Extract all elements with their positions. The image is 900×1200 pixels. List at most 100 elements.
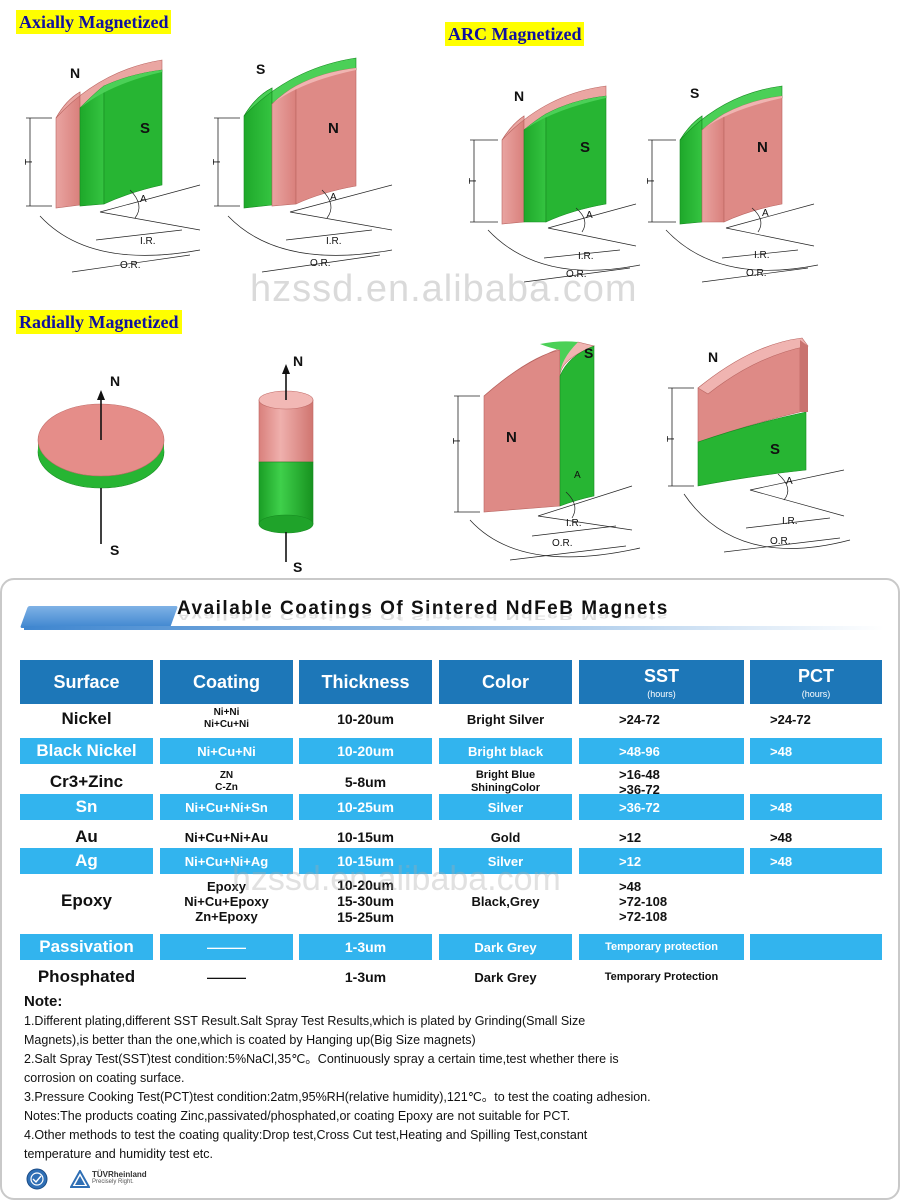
note-line: 3.Pressure Cooking Test(PCT)test conditi…: [24, 1090, 651, 1104]
inner-radius-label: I.R.: [566, 518, 582, 529]
row-highlight-cell: [299, 794, 432, 820]
table-cell-thickness: 10-15um: [299, 826, 432, 848]
table-cell-sst: >48-96: [579, 738, 744, 764]
cell-text: >12: [619, 829, 642, 845]
cell-text: Phosphated: [37, 967, 136, 986]
row-highlight-cell: [20, 738, 153, 764]
table-cell-sst: >12: [579, 826, 744, 848]
north-pole-label: N: [708, 349, 718, 365]
north-pole-label: N: [70, 65, 80, 81]
row-highlight-cell: [579, 848, 744, 874]
radial-cylinder-magnet: N S: [258, 353, 314, 575]
header-thickness: Thickness: [299, 660, 432, 704]
coatings-panel: Available Coatings Of Sintered NdFeB Mag…: [0, 578, 900, 1200]
cell-text: Sn: [75, 797, 98, 816]
south-pole-label: S: [584, 345, 593, 361]
header-pct: PCT(hours): [750, 660, 882, 704]
table-cell-color: Black,Grey: [439, 876, 572, 926]
row-highlight-cell: [299, 738, 432, 764]
cell-text: Bright black: [467, 743, 544, 759]
axial-arc-magnet-2: T A I.R. O.R. S N: [212, 57, 393, 273]
south-pole-label: S: [256, 61, 265, 77]
table-cell-thickness: 10-20um: [299, 738, 432, 764]
magnet-diagrams: Axially Magnetized ARC Magnetized Radial…: [0, 0, 900, 578]
header-color: Color: [439, 660, 572, 704]
table-cell-color: Gold: [439, 826, 572, 848]
cell-text: Dark Grey: [474, 969, 537, 985]
table-cell-pct: [750, 964, 882, 990]
south-pole-label: S: [140, 120, 150, 137]
row-highlight-cell: [160, 794, 293, 820]
radial-arc-magnet-1: T A I.R. O.R. N S: [452, 341, 641, 561]
cell-text: Nickel: [61, 709, 112, 728]
table-cell-thickness: 10-25um: [299, 794, 432, 820]
cell-text: Ag: [75, 851, 98, 870]
notes-section: Note: 1.Different plating,different SST …: [24, 992, 884, 1164]
cell-text: Ni+Ni: [213, 707, 240, 718]
table-cell-pct: >48: [750, 826, 882, 848]
cell-text: 10-15um: [337, 853, 394, 869]
coatings-title: Available Coatings Of Sintered NdFeB Mag…: [177, 598, 669, 619]
row-highlight-cell: [750, 848, 882, 874]
thickness-label: T: [212, 159, 223, 165]
thickness-label: T: [646, 178, 657, 184]
cell-text: Bright Blue: [475, 769, 536, 781]
table-cell-thickness: 1-3um: [299, 964, 432, 990]
cell-text: Ni+Cu+Ni+Sn: [185, 799, 268, 815]
cell-text: Epoxy: [60, 891, 113, 910]
table-cell-pct: [750, 934, 882, 960]
cell-text: >72-108: [619, 893, 668, 909]
north-pole-label: N: [293, 353, 303, 369]
header-surface: Surface: [20, 660, 153, 704]
cell-text: >48: [619, 878, 642, 894]
south-pole-label: S: [770, 441, 780, 458]
cell-text: C-Zn: [215, 782, 238, 793]
cell-text: 15-30um: [337, 893, 394, 909]
note-line: corrosion on coating surface.: [24, 1071, 185, 1085]
cell-text: 10-15um: [337, 829, 394, 845]
title-banner: [19, 604, 894, 640]
table-cell-coating: Ni+Cu+Ni+Ag: [160, 848, 293, 874]
banner-underline: [24, 626, 884, 630]
table-cell-coating: Ni+Cu+Ni: [160, 738, 293, 764]
row-highlight-cell: [299, 848, 432, 874]
table-cell-pct: >24-72: [750, 702, 882, 736]
cell-text: >36-72: [619, 782, 660, 797]
cell-text: ZN: [219, 770, 234, 781]
table-cell-sst: >36-72: [579, 794, 744, 820]
row-highlight-cell: [439, 848, 572, 874]
outer-radius-label: O.R.: [120, 260, 141, 271]
cell-text: 10-25um: [337, 799, 394, 815]
table-cell-thickness: 5-8um: [299, 770, 432, 794]
angle-label: A: [140, 194, 147, 205]
angle-label: A: [330, 192, 337, 203]
cell-text: Bright Silver: [466, 711, 545, 727]
thickness-label: T: [452, 438, 463, 444]
table-cell-surface: Black Nickel: [20, 738, 153, 764]
table-cell-thickness: 10-15um: [299, 848, 432, 874]
north-pole-label: N: [506, 429, 517, 446]
notes-title: Note:: [24, 993, 63, 1010]
cell-text: >48: [770, 799, 793, 815]
radial-disc-magnet: N S: [37, 373, 165, 558]
cell-text: Temporary Protection: [604, 970, 719, 983]
coatings-title-reflection: Available Coatings Of Sintered NdFeB Mag…: [177, 610, 669, 622]
inner-radius-label: I.R.: [326, 236, 342, 247]
row-highlight-cell: [439, 738, 572, 764]
thickness-label: T: [24, 159, 35, 165]
arc-magnet-1: T A I.R. O.R. N S: [468, 85, 641, 283]
table-cell-sst: >12: [579, 848, 744, 874]
inner-radius-label: I.R.: [754, 250, 770, 261]
angle-label: A: [786, 476, 793, 487]
cell-text: Zn+Epoxy: [195, 908, 258, 924]
note-line: Magnets),is better than the one,which is…: [24, 1033, 476, 1047]
row-highlight-cell: [579, 738, 744, 764]
table-cell-pct: >48: [750, 794, 882, 820]
table-cell-sst: >16-48>36-72: [579, 767, 744, 797]
